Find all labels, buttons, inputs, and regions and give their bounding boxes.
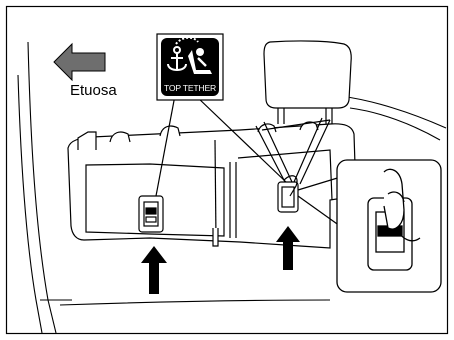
icon-caption: TOP TETHER: [164, 83, 216, 93]
left-tether-anchor: [139, 196, 163, 232]
direction-label: Etuosa: [70, 82, 117, 99]
hook-detail-inset: [337, 160, 441, 292]
top-tether-icon: TOP TETHER: [157, 34, 223, 100]
